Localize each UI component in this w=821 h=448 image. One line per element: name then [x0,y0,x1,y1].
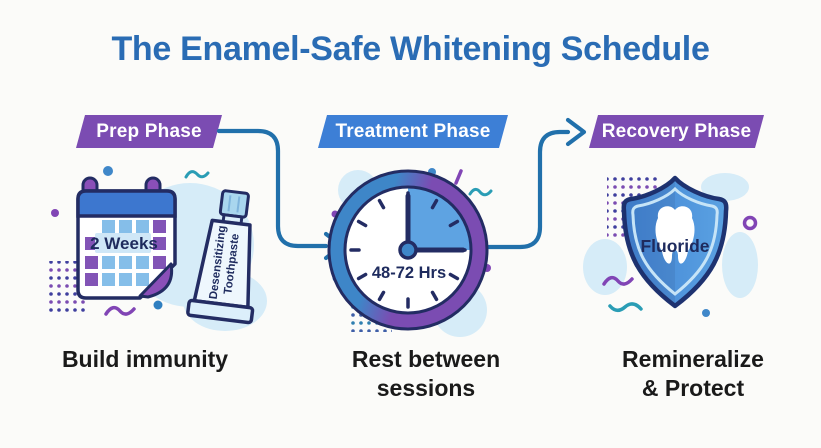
decor-squiggle [104,305,136,316]
clock-center-hub [398,240,418,260]
decor-dot [153,300,163,310]
page-title: The Enamel-Safe Whitening Schedule [111,30,710,68]
tooth-icon [655,206,695,264]
clock-duration-label: 48-72 Hrs [372,264,446,282]
shield-inner-border [631,186,719,296]
decor-dot [51,209,59,217]
connector-treatment-to-recovery [485,129,571,250]
calendar-date-grid [85,220,166,286]
decor-ring [742,215,758,231]
decor-dot [702,309,710,317]
calendar-folded-corner [138,262,174,299]
clock-quarter-sector [408,187,471,250]
calendar-label-highlight [95,233,151,253]
badge-recovery-phase-label: Recovery Phase [601,121,752,142]
decor-squiggle [468,187,493,197]
calendar-icon: 2 Weeks [76,176,177,300]
arrowhead-icon [565,117,587,147]
clock-inner-outline [343,185,473,315]
decor-squiggle [608,302,643,312]
decor-squiggle [602,275,634,286]
caption-treatment-phase: Rest between sessions [351,346,501,401]
recovery-phase-illustration: Fluoride [583,173,758,317]
calendar-duration-label: 2 Weeks [90,234,158,253]
decor-dash [454,169,463,185]
caption-recovery-phase: Remineralize & Protect [622,346,764,401]
badge-prep-phase-label: Prep Phase [96,121,202,142]
toothpaste-tube-icon: Desensitizing Toothpaste [186,189,255,325]
decor-blob [701,173,749,201]
connector-prep-to-treatment [216,128,329,249]
shield-fluoride-label: Fluoride [640,236,709,256]
decor-blob [722,232,758,298]
calendar-header [76,189,177,218]
tube-base [186,298,255,325]
badge-prep-phase: Prep Phase [76,115,222,148]
badge-recovery-phase: Recovery Phase [589,115,764,148]
treatment-phase-illustration: 48-72 Hrs [327,168,493,337]
caption-prep-phase: Build immunity [61,346,229,372]
badge-treatment-phase-label: Treatment Phase [335,121,491,142]
badge-treatment-phase: Treatment Phase [318,115,508,148]
decor-blob [583,239,627,295]
decor-dot [103,166,113,176]
prep-phase-illustration: 2 Weeks Desensitizing Toothpaste [47,166,267,331]
shield-icon: Fluoride [621,175,729,309]
clock-outer-outline [327,169,489,331]
clock-icon: 48-72 Hrs [327,169,489,331]
decor-squiggle [184,170,210,179]
